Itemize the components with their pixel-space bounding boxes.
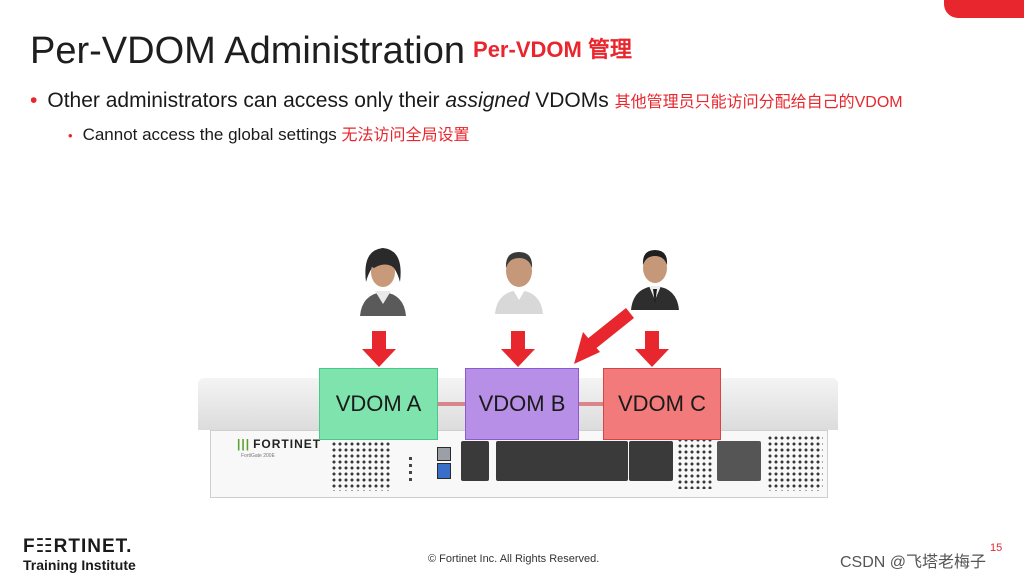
copyright-text: © Fortinet Inc. All Rights Reserved.: [428, 553, 600, 565]
ethernet-port-block: [461, 441, 489, 481]
bullet1-emphasis: assigned: [445, 89, 530, 112]
status-led: [409, 478, 412, 481]
mgmt-port: [437, 447, 451, 461]
admin-woman-icon: [360, 248, 406, 316]
vent-grille-right: [767, 435, 823, 491]
logo-bars-icon: |||: [237, 437, 251, 451]
down-arrow-a: [362, 331, 396, 367]
diagonal-arrow-to-vdom-b: [574, 308, 634, 364]
admin-man-shirt-icon: [495, 252, 543, 314]
ethernet-port-block: [496, 441, 628, 481]
title-translation: Per-VDOM 管理: [473, 37, 632, 62]
status-led: [409, 464, 412, 467]
vdom-c-box: VDOM C: [603, 368, 721, 440]
slide-title: Per-VDOM Administration Per-VDOM 管理: [30, 30, 632, 73]
training-institute-label: Training Institute: [23, 557, 136, 573]
device-model: FortiGate 200E: [241, 453, 275, 459]
corner-accent-tab: [944, 0, 1024, 18]
sfp-port-block: [717, 441, 761, 481]
vent-grille-left: [331, 435, 391, 491]
device-logo: |||FORTINET: [237, 437, 322, 451]
bullet1-translation: 其他管理员只能访问分配给自己的VDOM: [614, 94, 903, 111]
bullet-point-2: • Cannot access the global settings 无法访问全…: [68, 121, 470, 145]
vdom-link-line: [436, 402, 465, 406]
down-arrow-c: [635, 331, 669, 367]
vdom-link-line: [577, 402, 603, 406]
csdn-watermark: CSDN @飞塔老梅子: [840, 554, 987, 571]
vent-grille-mid: [677, 437, 713, 489]
vdom-b-box: VDOM B: [465, 368, 579, 440]
ethernet-port-block: [629, 441, 673, 481]
fortinet-logo: F☷RTINET.: [23, 536, 133, 557]
admin-man-suit-icon: [631, 250, 679, 310]
down-arrow-b: [501, 331, 535, 367]
vdom-a-box: VDOM A: [319, 368, 438, 440]
status-led: [409, 457, 412, 460]
title-text: Per-VDOM Administration: [30, 30, 466, 72]
bullet2-text: Cannot access the global settings: [82, 125, 337, 144]
bullet-dot: •: [68, 128, 73, 143]
page-number: 15: [990, 542, 1003, 554]
bullet-point-1: • Other administrators can access only th…: [30, 88, 903, 113]
bullet2-translation: 无法访问全局设置: [341, 127, 470, 144]
bullet-dot: •: [30, 89, 38, 112]
status-led: [409, 471, 412, 474]
bullet1-prefix: Other administrators can access only the…: [47, 89, 446, 112]
bullet1-suffix: VDOMs: [529, 89, 609, 112]
usb-port: [437, 463, 451, 479]
